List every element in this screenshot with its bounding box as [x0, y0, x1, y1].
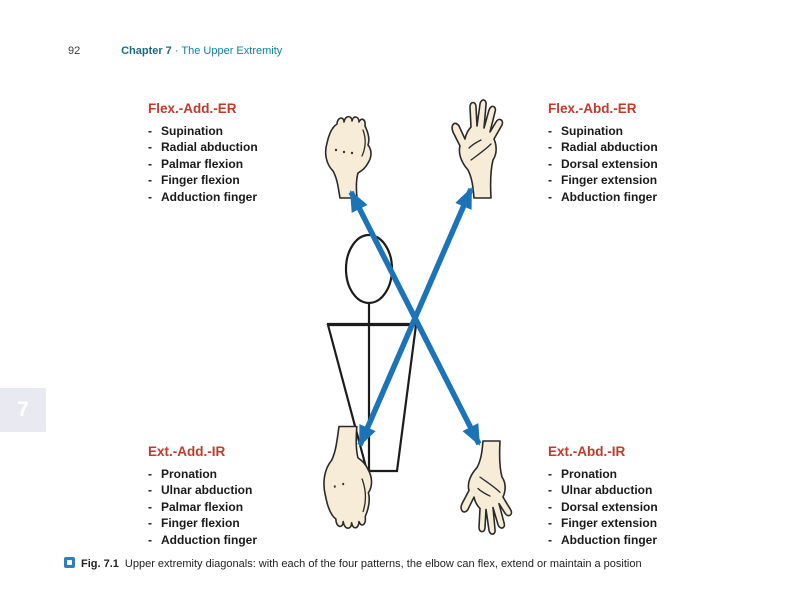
- chapter-label: Chapter 7: [121, 45, 172, 57]
- pattern-block-flex-abd-er: Flex.-Abd.-ER -Supination-Radial abducti…: [548, 101, 726, 205]
- dash-bullet: -: [548, 140, 552, 155]
- dash-bullet: -: [548, 156, 552, 171]
- pattern-item: -Abduction finger: [548, 532, 726, 548]
- dash-bullet: -: [548, 483, 552, 498]
- pattern-item-label: Pronation: [561, 467, 617, 481]
- pattern-list: -Pronation-Ulnar abduction-Dorsal extens…: [548, 466, 726, 548]
- hand-open-bottom-right: [461, 441, 511, 534]
- pattern-item-label: Radial abduction: [561, 140, 658, 155]
- chapter-title: · The Upper Extremity: [174, 45, 283, 57]
- hand-open-top-right: [452, 100, 502, 198]
- hand-fist-bottom-left: [324, 427, 372, 529]
- dash-bullet: -: [548, 499, 552, 514]
- pattern-item: -Ulnar abduction: [148, 482, 326, 498]
- pattern-item: -Dorsal extension: [548, 156, 726, 172]
- pnf-diagonals-diagram: [296, 84, 544, 554]
- dash-bullet: -: [148, 467, 152, 481]
- pattern-item-label: Finger extension: [561, 173, 658, 188]
- dash-bullet: -: [548, 173, 552, 188]
- diagonal-arrow-bottomright-topleft: [348, 190, 482, 446]
- pattern-item-label: Palmar flexion: [161, 499, 244, 514]
- pattern-item-label: Abduction finger: [561, 532, 657, 547]
- figure-caption-label: Fig. 7.1: [81, 558, 119, 570]
- pattern-heading: Ext.-Add.-IR: [148, 444, 226, 459]
- pattern-item-label: Adduction finger: [161, 532, 257, 547]
- diagonal-arrows: [348, 187, 482, 447]
- pattern-heading: Flex.-Add.-ER: [148, 101, 237, 116]
- pattern-item: -Finger flexion: [148, 515, 326, 531]
- pattern-heading: Flex.-Abd.-ER: [548, 101, 637, 116]
- hand-fist-top-left: [326, 117, 371, 198]
- dash-bullet: -: [148, 499, 152, 514]
- pattern-item-label: Palmar flexion: [161, 156, 244, 171]
- pattern-item-label: Ulnar abduction: [161, 483, 253, 498]
- dash-bullet: -: [148, 483, 152, 498]
- pattern-item: -Finger flexion: [148, 172, 326, 188]
- dash-bullet: -: [548, 516, 552, 531]
- pattern-block-ext-add-ir: Ext.-Add.-IR -Pronation-Ulnar abduction-…: [148, 444, 326, 548]
- pattern-item-label: Finger flexion: [161, 516, 240, 531]
- pattern-item: -Dorsal extension: [548, 499, 726, 515]
- dash-bullet: -: [148, 156, 152, 171]
- pattern-item: -Ulnar abduction: [548, 482, 726, 498]
- dash-bullet: -: [148, 532, 152, 547]
- dash-bullet: -: [548, 467, 552, 481]
- pattern-item: -Palmar flexion: [148, 499, 326, 515]
- figure-caption: Fig. 7.1 Upper extremity diagonals: with …: [64, 556, 754, 570]
- pattern-item: -Supination: [548, 123, 726, 139]
- pattern-block-ext-abd-ir: Ext.-Abd.-IR -Pronation-Ulnar abduction-…: [548, 444, 726, 548]
- chapter-side-tab-number: 7: [17, 398, 29, 421]
- dash-bullet: -: [148, 173, 152, 188]
- dash-bullet: -: [548, 124, 552, 138]
- dash-bullet: -: [148, 516, 152, 531]
- pattern-item-label: Supination: [561, 124, 623, 138]
- pattern-list: -Supination-Radial abduction-Dorsal exte…: [548, 123, 726, 205]
- pattern-item: -Pronation: [148, 466, 326, 482]
- pattern-heading: Ext.-Abd.-IR: [548, 444, 626, 459]
- dash-bullet: -: [548, 189, 552, 204]
- pattern-item-label: Dorsal extension: [561, 156, 658, 171]
- pattern-item: -Pronation: [548, 466, 726, 482]
- pattern-item: -Radial abduction: [148, 139, 326, 155]
- stick-figure-head: [344, 233, 394, 305]
- figure-caption-text: Upper extremity diagonals: with each of …: [124, 558, 642, 570]
- dash-bullet: -: [548, 532, 552, 547]
- pattern-item-label: Radial abduction: [161, 140, 258, 155]
- pattern-item-label: Abduction finger: [561, 189, 657, 204]
- figure-marker-icon: [64, 557, 75, 568]
- pattern-item-label: Supination: [161, 124, 223, 138]
- pattern-block-flex-add-er: Flex.-Add.-ER -Supination-Radial abducti…: [148, 101, 326, 205]
- pattern-item: -Finger extension: [548, 515, 726, 531]
- pattern-item-label: Finger extension: [561, 516, 658, 531]
- pattern-item: -Radial abduction: [548, 139, 726, 155]
- pattern-item: -Adduction finger: [148, 532, 326, 548]
- page-header: 92 Chapter 7 · The Upper Extremity: [68, 45, 282, 57]
- page-number: 92: [68, 45, 81, 57]
- chapter-side-tab: 7: [0, 388, 46, 432]
- pattern-list: -Supination-Radial abduction-Palmar flex…: [148, 123, 326, 205]
- pattern-item-label: Adduction finger: [161, 189, 257, 204]
- dash-bullet: -: [148, 140, 152, 155]
- pattern-item-label: Pronation: [161, 467, 217, 481]
- pattern-item: -Supination: [148, 123, 326, 139]
- pattern-item-label: Dorsal extension: [561, 499, 658, 514]
- pattern-item: -Abduction finger: [548, 189, 726, 205]
- pattern-item: -Adduction finger: [148, 189, 326, 205]
- pattern-item-label: Finger flexion: [161, 173, 240, 188]
- dash-bullet: -: [148, 124, 152, 138]
- pattern-item: -Finger extension: [548, 172, 726, 188]
- pattern-list: -Pronation-Ulnar abduction-Palmar flexio…: [148, 466, 326, 548]
- pattern-item: -Palmar flexion: [148, 156, 326, 172]
- pattern-item-label: Ulnar abduction: [561, 483, 653, 498]
- dash-bullet: -: [148, 189, 152, 204]
